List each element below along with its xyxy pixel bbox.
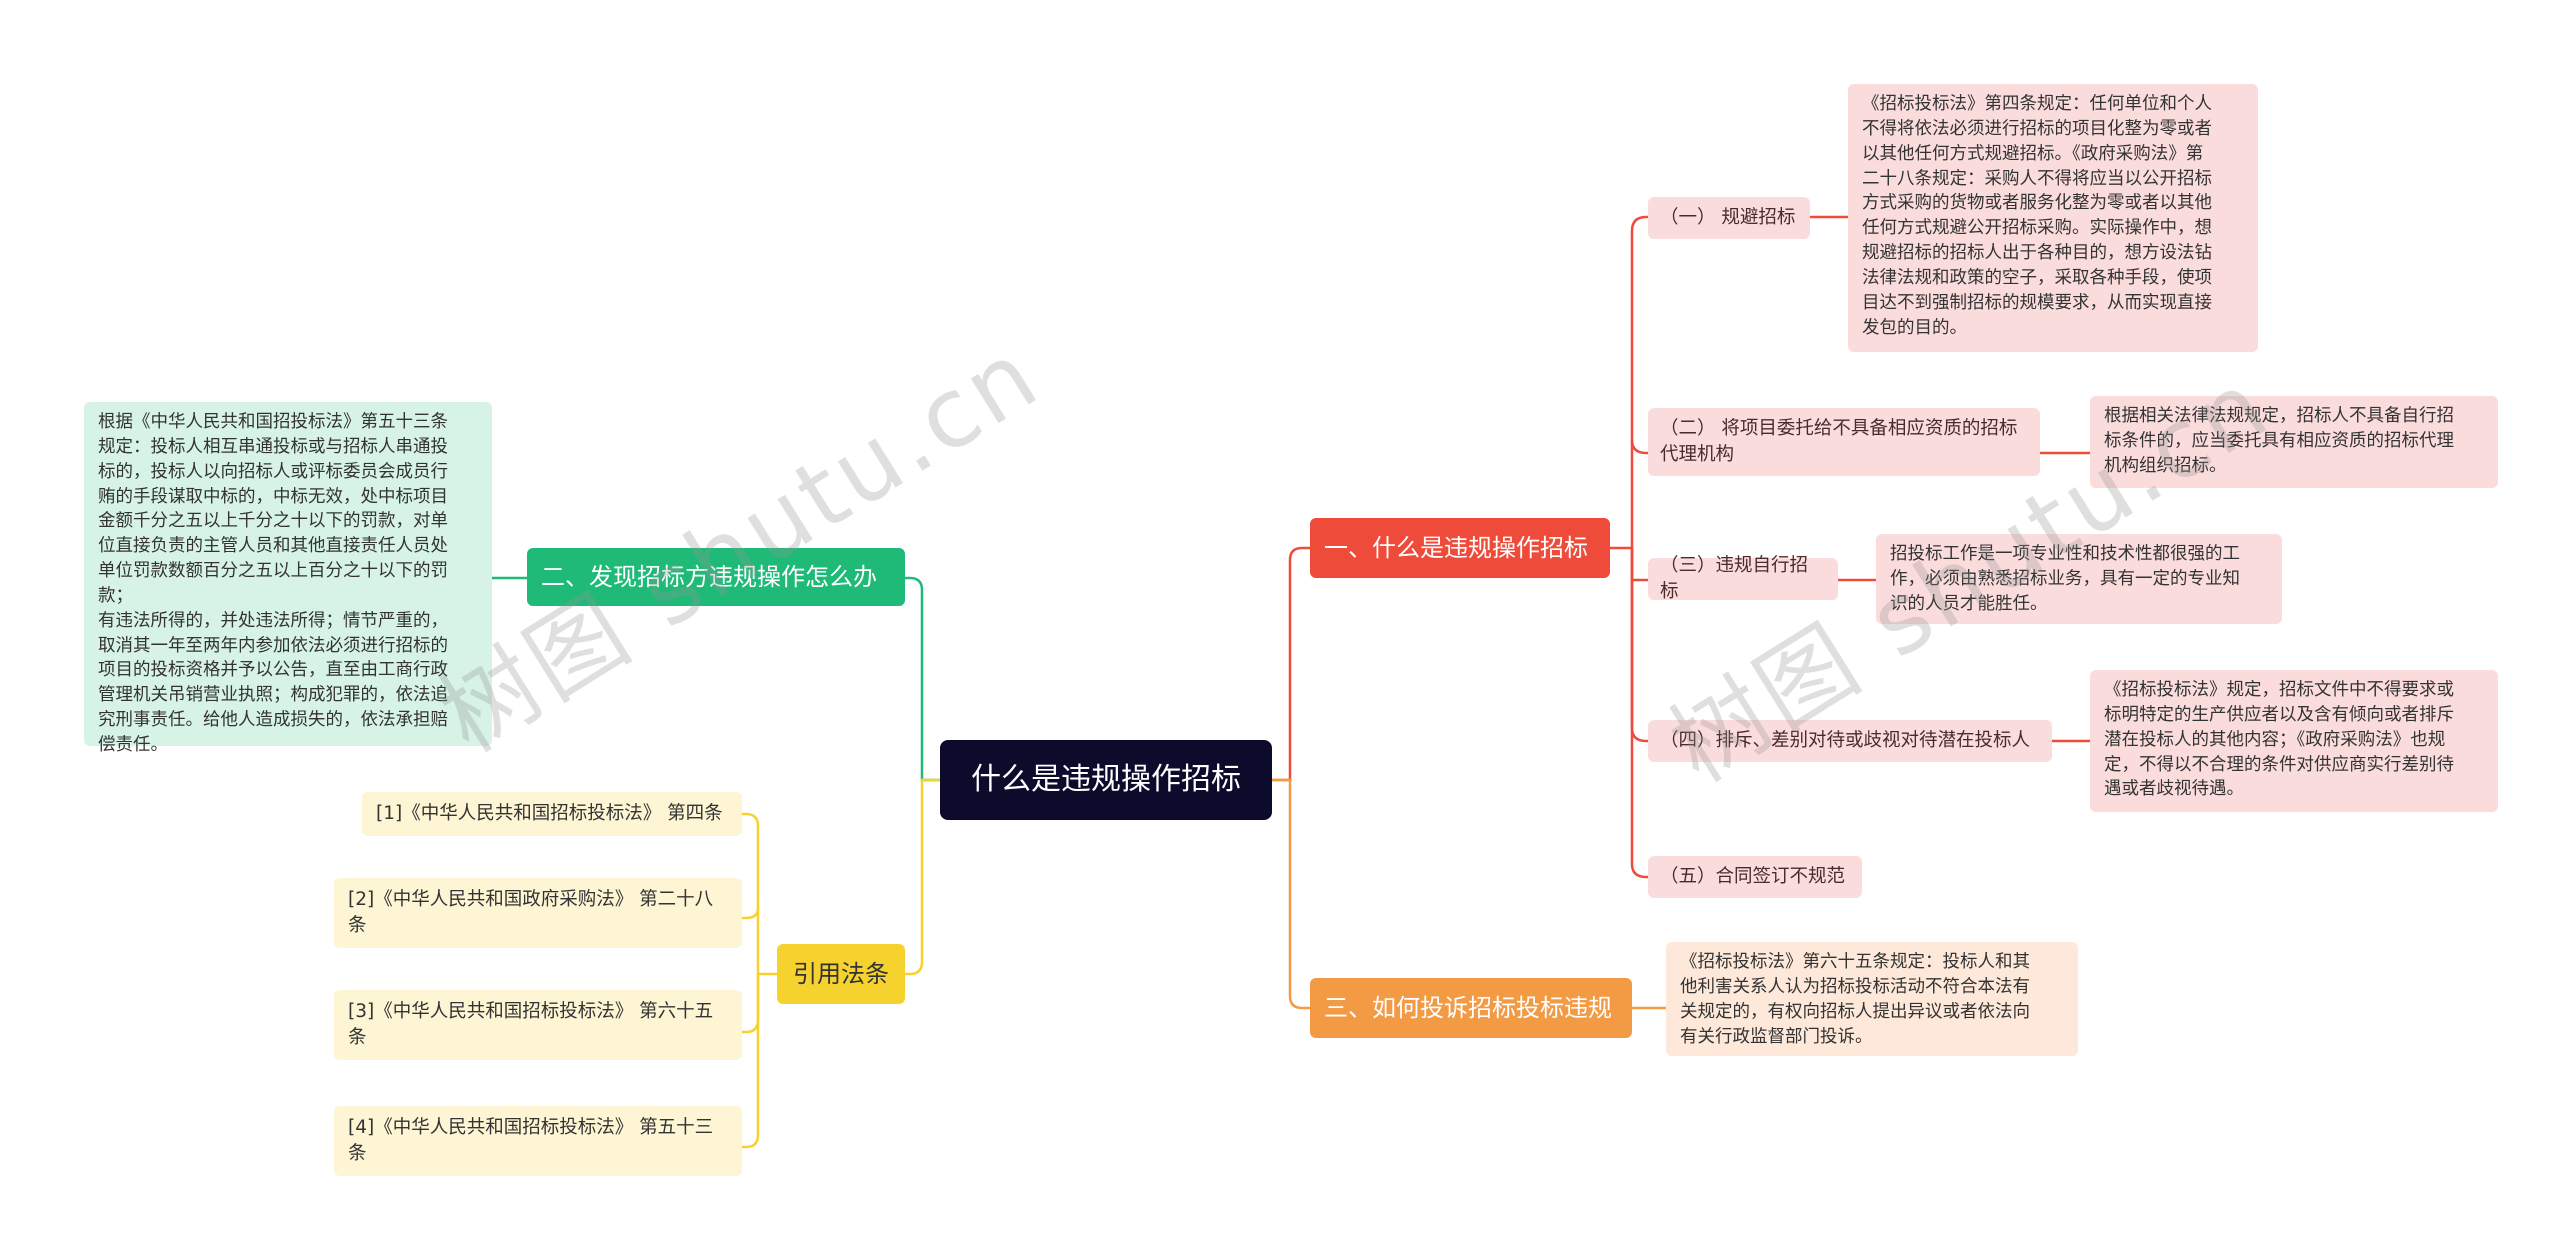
item-unqualified-agency[interactable]: （二） 将项目委托给不具备相应资质的招标 代理机构 [1648,408,2040,476]
item-discriminate-bidders[interactable]: （四）排斥、差别对待或歧视对待潜在投标人 [1648,720,2052,762]
detail-illegal-self-bidding: 招投标工作是一项专业性和技术性都很强的工 作，必须由熟悉招标业务，具有一定的专业… [1876,534,2282,624]
detail-discriminate-bidders: 《招标投标法》规定，招标文件中不得要求或 标明特定的生产供应者以及含有倾向或者排… [2090,670,2498,812]
item-evade-bidding[interactable]: （一） 规避招标 [1648,197,1810,239]
branch-what-is-illegal-bidding[interactable]: 一、什么是违规操作招标 [1310,518,1610,578]
ref-item-2[interactable]: [2]《中华人民共和国政府采购法》 第二十八 条 [334,878,742,948]
root-node[interactable]: 什么是违规操作招标 [940,740,1272,820]
detail-how-to-complain: 《招标投标法》第六十五条规定：投标人和其 他利害关系人认为招标投标活动不符合本法… [1666,942,2078,1056]
ref-item-1[interactable]: [1]《中华人民共和国招标投标法》 第四条 [362,792,742,836]
item-illegal-self-bidding[interactable]: （三）违规自行招标 [1648,555,1838,602]
branch-cited-laws[interactable]: 引用法条 [777,944,905,1004]
branch-how-to-complain[interactable]: 三、如何投诉招标投标违规 [1310,978,1632,1038]
ref-item-3[interactable]: [3]《中华人民共和国招标投标法》 第六十五 条 [334,990,742,1060]
item-contract-irregular[interactable]: （五）合同签订不规范 [1648,856,1862,898]
detail-unqualified-agency: 根据相关法律法规规定，招标人不具备自行招 标条件的，应当委托具有相应资质的招标代… [2090,396,2498,488]
detail-evade-bidding: 《招标投标法》第四条规定：任何单位和个人 不得将依法必须进行招标的项目化整为零或… [1848,84,2258,352]
detail-what-to-do: 根据《中华人民共和国招投标法》第五十三条 规定：投标人相互串通投标或与招标人串通… [84,402,492,755]
branch-what-to-do[interactable]: 二、发现招标方违规操作怎么办 [527,548,905,606]
ref-item-4[interactable]: [4]《中华人民共和国招标投标法》 第五十三 条 [334,1106,742,1176]
